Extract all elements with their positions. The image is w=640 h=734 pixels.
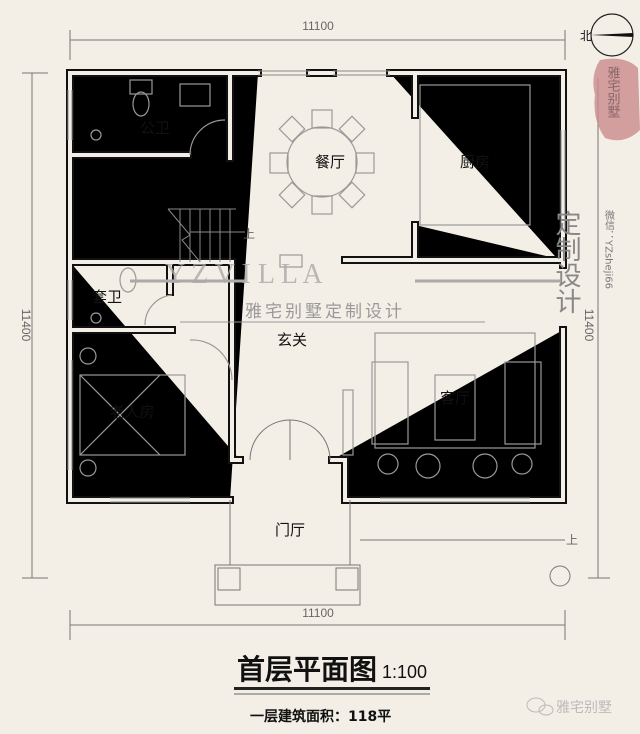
walls [70, 73, 563, 500]
title-underline [234, 687, 430, 690]
area-text: 一层建筑面积：118平 [250, 708, 391, 725]
dimension-top: 11100 [302, 19, 334, 33]
side-text-large: 定制设计 [551, 210, 581, 314]
bedroom-furniture [79, 339, 233, 477]
room-label-foyer: 玄关 [277, 331, 307, 349]
compass-icon: 北 [580, 13, 634, 57]
room-label-public-bath: 公卫 [140, 119, 170, 137]
staircase [167, 208, 245, 263]
watermark-chinese: 雅宅别墅定制设计 [245, 302, 405, 322]
room-label-living: 客厅 [440, 389, 470, 407]
footer-brand: 雅宅别墅 [556, 700, 612, 716]
svg-text:北: 北 [580, 29, 592, 43]
living-furniture [279, 84, 542, 479]
dining-table [269, 109, 375, 215]
plan-scale: 1:100 [382, 662, 427, 682]
dimension-right: 11400 [582, 309, 596, 342]
room-label-dining: 餐厅 [315, 153, 345, 171]
room-label-entrance-hall: 门厅 [275, 521, 305, 539]
room-label-elder-room: 老人房 [109, 403, 154, 421]
room-label-suite-bath: 套卫 [92, 288, 122, 306]
wechat-icon [526, 697, 554, 716]
bath-fixtures [90, 79, 226, 326]
plan-title: 首层平面图 [237, 653, 377, 686]
stair-up-label: 上 [243, 227, 255, 241]
room-label-kitchen: 厨房 [460, 153, 490, 171]
wall-fill [68, 71, 565, 502]
windows [67, 70, 566, 503]
side-text-wechat: 微信：YZsheji66 [603, 209, 615, 289]
dimension-lines [22, 30, 610, 640]
seal-text: 雅宅别墅 [605, 66, 621, 118]
dimension-left: 11400 [19, 309, 33, 342]
entrance-porch [214, 419, 571, 606]
dimension-bottom: 11100 [302, 606, 334, 620]
seal-stamp [593, 58, 640, 141]
watermark-latin: Y Z V I L L A [165, 259, 323, 290]
entry-up-label: 上 [566, 533, 578, 547]
